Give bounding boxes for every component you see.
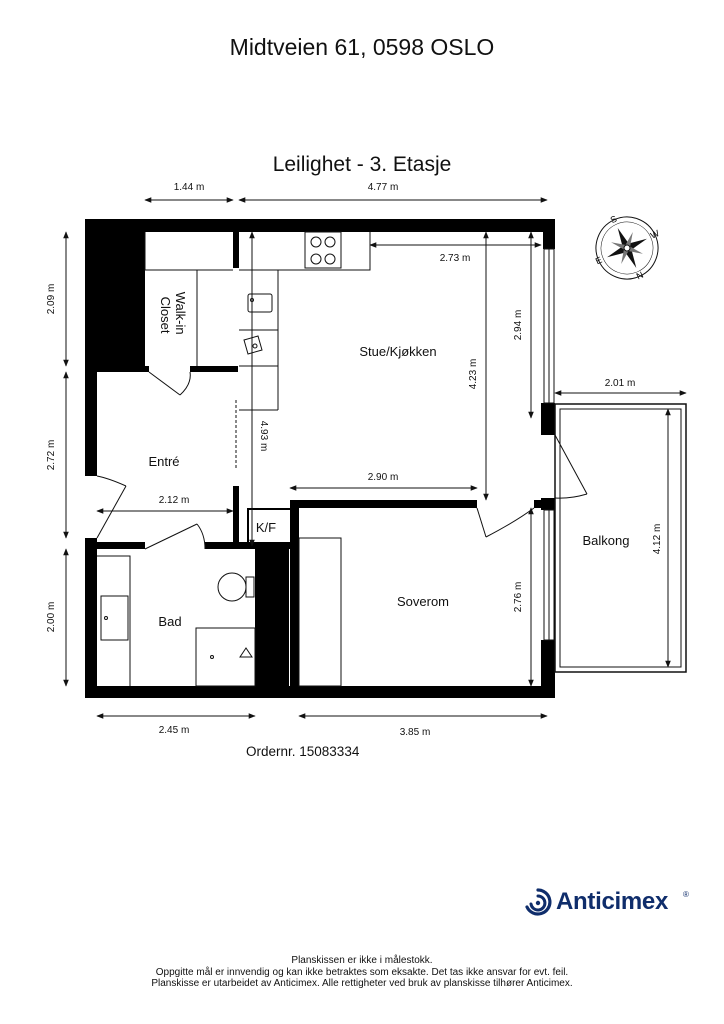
dim-left-1: 2.09 m <box>46 284 57 315</box>
footer-line-1: Planskissen er ikke i målestokk. <box>291 955 433 966</box>
address-title: Midtveien 61, 0598 OSLO <box>229 34 495 60</box>
floor-title: Leilighet - 3. Etasje <box>272 153 452 176</box>
order-number: Ordernr. 15083334 <box>246 744 360 759</box>
dim-balcony-length: 4.12 m <box>652 524 663 555</box>
windows <box>543 248 555 641</box>
room-bedroom: Soverom <box>397 594 449 609</box>
compass-e: E <box>594 255 604 267</box>
room-bath: Bad <box>158 614 181 629</box>
dimension-labels: 1.44 m 4.77 m 2.09 m 2.72 m 2.00 m 2.73 … <box>46 182 663 738</box>
dim-living-depth: 4.23 m <box>468 359 479 390</box>
footer-line-3: Planskisse er utarbeidet av Anticimex. A… <box>151 978 573 989</box>
dim-top-right: 4.77 m <box>368 182 399 193</box>
dim-top-left: 1.44 m <box>174 182 205 193</box>
room-balcony: Balkong <box>583 533 630 548</box>
room-walkin-closet: Walk-in Closet <box>158 292 188 338</box>
dim-bottom-right: 3.85 m <box>400 727 431 738</box>
dim-living-width: 2.90 m <box>368 472 399 483</box>
dim-bedroom-depth: 2.76 m <box>513 582 524 613</box>
logo-registered-mark: ® <box>683 890 689 899</box>
dim-bottom-left: 2.45 m <box>159 725 190 736</box>
compass-w: W <box>649 228 661 241</box>
dim-left-3: 2.00 m <box>46 602 57 633</box>
compass-icon: N S E W <box>594 214 661 282</box>
dim-left-2: 2.72 m <box>46 440 57 471</box>
compass-s: S <box>609 214 619 226</box>
dim-inner-vertical: 4.93 m <box>258 421 269 452</box>
anticimex-logo-icon <box>525 888 552 916</box>
footer-line-2: Oppgitte mål er innvendig og kan ikke be… <box>155 966 569 978</box>
room-living-kitchen: Stue/Kjøkken <box>359 344 436 359</box>
anticimex-logo-text: Anticimex <box>556 888 669 915</box>
dim-balcony-width: 2.01 m <box>605 378 636 389</box>
room-entry: Entré <box>148 454 179 469</box>
room-labels: Walk-in Closet Stue/Kjøkken Entré K/F Ba… <box>148 292 629 629</box>
footer-disclaimer: Planskissen er ikke i målestokk. Oppgitt… <box>0 955 724 990</box>
dim-kitchen-width: 2.73 m <box>440 253 471 264</box>
dimension-lines <box>63 197 687 719</box>
compass-n: N <box>635 270 645 282</box>
room-kf: K/F <box>256 520 276 535</box>
dim-entry-width: 2.12 m <box>159 495 190 506</box>
dim-living-depth-small: 2.94 m <box>513 310 524 341</box>
